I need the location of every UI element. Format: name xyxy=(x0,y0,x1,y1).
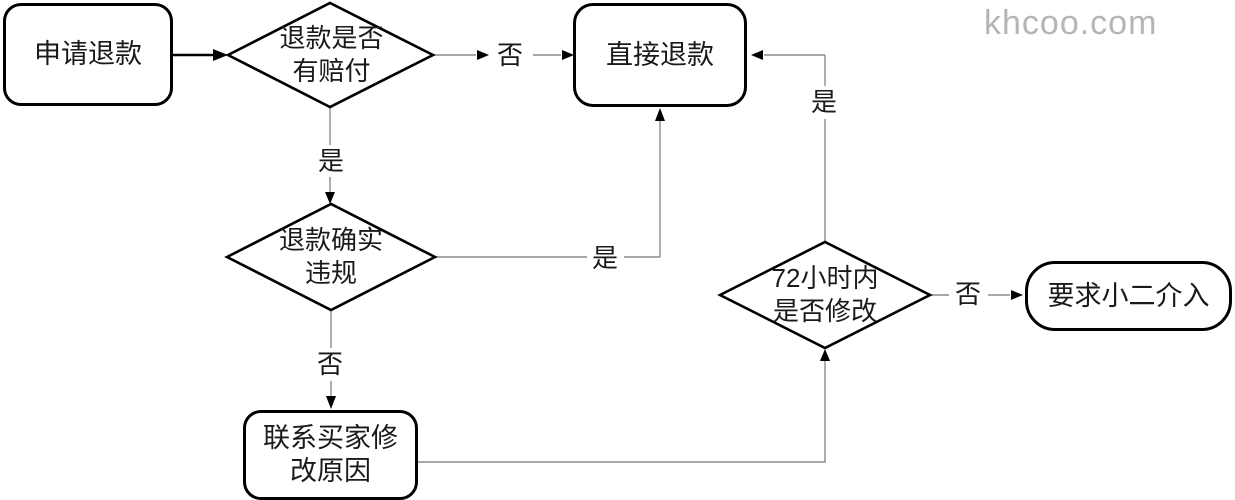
edge-violation-yes-to-direct xyxy=(435,108,665,258)
edge-label-violation-yes: 是 xyxy=(589,243,621,273)
edge-label-compensation-yes: 是 xyxy=(315,146,347,176)
edge-contact-to-72h xyxy=(418,349,830,463)
edge-label-compensation-no: 否 xyxy=(494,40,526,70)
node-direct-refund: 直接退款 xyxy=(573,3,747,107)
edge-compensation-no-to-direct xyxy=(433,50,574,60)
watermark-text: khcoo.com xyxy=(984,4,1158,42)
edge-label-modified-no: 否 xyxy=(952,279,984,309)
edge-apply-to-compensation xyxy=(173,49,228,61)
edge-violation-no-to-contact xyxy=(326,310,336,409)
edge-72h-yes-to-direct xyxy=(751,50,826,242)
edge-label-violation-no: 否 xyxy=(314,349,346,379)
diamond-modified-72h xyxy=(717,240,933,350)
edge-label-modified-yes: 是 xyxy=(808,87,840,117)
node-request-support: 要求小二介入 xyxy=(1025,261,1232,331)
edge-compensation-yes-to-violation xyxy=(325,107,335,204)
node-contact-buyer: 联系买家修 改原因 xyxy=(243,410,418,500)
node-apply-refund: 申请退款 xyxy=(3,3,173,106)
diamond-refund-violation xyxy=(224,202,438,312)
diamond-has-compensation xyxy=(225,1,436,109)
edge-72h-no-to-support xyxy=(930,290,1023,300)
